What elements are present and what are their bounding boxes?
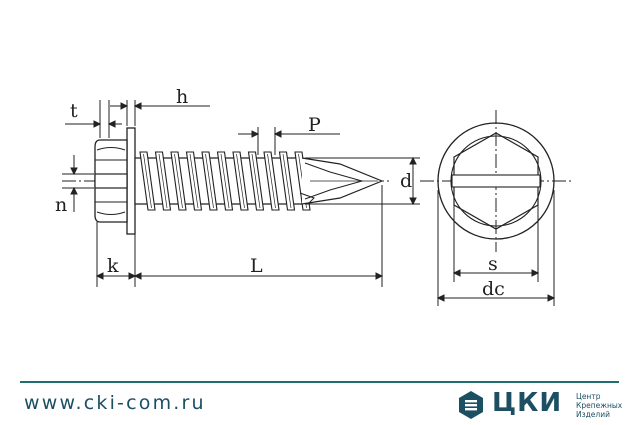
footer-divider	[20, 381, 619, 383]
thread-shade-line	[205, 153, 214, 209]
brand-subtitle: Центр Крепежных Изделий	[576, 392, 636, 419]
thread-shade-line	[236, 153, 245, 209]
dim-label-l: L	[250, 255, 263, 277]
thread-shade-line	[158, 153, 168, 209]
dim-label-n: n	[55, 194, 67, 216]
head-circle	[450, 135, 542, 227]
end-slot	[451, 174, 541, 188]
website-link[interactable]: www.cki-com.ru	[24, 392, 206, 414]
head-slot	[94, 173, 128, 189]
dim-label-d: d	[400, 170, 412, 192]
washer-outline	[437, 122, 555, 240]
brand-name: ЦКИ	[492, 388, 563, 418]
thread-shade-line	[189, 153, 199, 209]
dim-label-t: t	[70, 100, 78, 122]
washer-flange	[126, 127, 136, 235]
thread-shade-line	[174, 153, 183, 209]
dim-label-dc: dc	[482, 278, 505, 300]
thread-helix	[139, 151, 311, 211]
thread-shade-line	[220, 153, 230, 209]
thread-shade-line	[267, 153, 276, 209]
thread-shade-line	[143, 153, 152, 209]
screw-technical-drawing: t h P n d k L s dc	[55, 86, 572, 306]
brand-logo: ЦКИ Центр Крепежных Изделий	[456, 388, 626, 422]
thread-shade-line	[251, 153, 261, 209]
brand-emblem-icon	[459, 391, 483, 419]
brand-subtitle-line: Изделий	[576, 410, 610, 419]
dim-label-k: k	[107, 255, 119, 277]
dim-label-h: h	[176, 86, 188, 108]
brand-subtitle-line: Крепежных	[576, 401, 623, 410]
dim-label-p: P	[308, 114, 321, 136]
dim-label-s: s	[488, 253, 498, 275]
brand-subtitle-line: Центр	[576, 392, 601, 401]
thread-shade-line	[282, 153, 292, 209]
